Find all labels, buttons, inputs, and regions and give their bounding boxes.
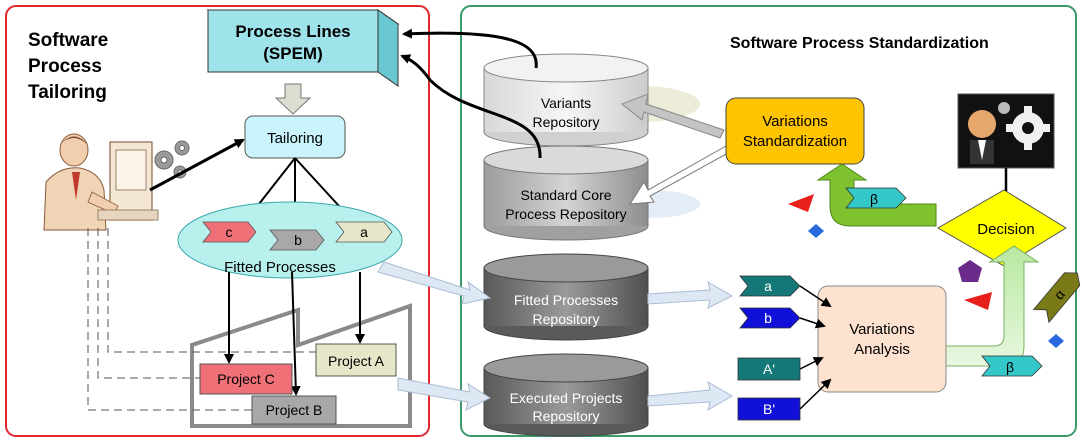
variants-to-spem-arrow — [402, 28, 538, 69]
tag-b-to-analysis-arrow — [799, 317, 826, 329]
variants-repository-line-2: Repository — [533, 114, 600, 130]
process-lines-line-2: (SPEM) — [263, 44, 323, 63]
tag-fitted-a: a — [739, 275, 801, 297]
project-c-label: Project C — [217, 371, 275, 387]
tag-beta-top: β — [845, 187, 907, 209]
tag-executed-b-label: B' — [763, 401, 775, 417]
red-triangle-bottom — [964, 292, 992, 310]
spem-to-tailoring-arrow — [274, 83, 312, 115]
decision-maker-gears-icon — [957, 93, 1055, 169]
dashed-links — [87, 228, 318, 411]
executed-repo-to-tags-arrow — [647, 380, 733, 412]
variants-repository-cylinder: Variants Repository — [483, 53, 649, 147]
tag-executed-a-label: A' — [763, 361, 775, 377]
fitted-repository-line-1: Fitted Processes — [514, 292, 618, 308]
tag-a-prime-to-analysis-arrow — [799, 357, 824, 370]
factory-outline — [190, 303, 412, 428]
person-to-tailoring-arrow — [149, 138, 245, 192]
left-panel-title-line-1: Software — [28, 30, 108, 51]
standard-core-line-1: Standard Core — [520, 187, 611, 203]
tag-b-prime-to-analysis-arrow — [799, 378, 832, 410]
tag-beta-bottom-label: β — [1006, 359, 1014, 375]
tailoring-label: Tailoring — [267, 130, 323, 147]
tag-a: a — [335, 221, 393, 243]
std-to-core-arrow — [629, 145, 731, 205]
purple-pentagon — [958, 260, 982, 282]
executed-repository-cylinder: Executed Projects Repository — [483, 353, 649, 437]
tag-c: c — [202, 221, 257, 243]
tag-alpha: α — [1032, 272, 1081, 324]
variations-analysis-line-1: Variations — [849, 321, 915, 338]
variants-repository-line-1: Variants — [541, 95, 591, 111]
tag-b: b — [269, 229, 325, 251]
right-panel-border — [460, 5, 1077, 437]
tag-a-to-analysis-arrow — [799, 285, 832, 308]
variations-analysis-box — [817, 285, 947, 393]
blue-diamond-top — [808, 224, 824, 238]
project-c-box — [199, 363, 293, 395]
red-triangle-top — [788, 194, 814, 212]
b-to-project-b-arrow — [290, 271, 301, 396]
tag-fitted-b-label: b — [764, 310, 772, 326]
project-b-label: Project B — [266, 402, 323, 418]
tag-beta-bottom: β — [981, 355, 1043, 377]
tag-fitted-b: b — [739, 307, 801, 329]
standard-core-line-2: Process Repository — [505, 206, 626, 222]
fitted-repository-cylinder: Fitted Processes Repository — [483, 253, 649, 341]
variations-standardization-box — [725, 97, 865, 165]
right-panel-title: Software Process Standardization — [730, 35, 989, 52]
decision-label: Decision — [977, 221, 1035, 238]
tag-b-label: b — [294, 232, 302, 248]
variations-standardization-line-1: Variations — [762, 113, 828, 130]
fitted-repo-to-tags-arrow — [647, 280, 734, 309]
fitted-processes-label: Fitted Processes — [224, 259, 336, 276]
projects-to-executed-arrow — [397, 377, 492, 411]
process-lines-box: Process Lines (SPEM) — [206, 9, 400, 87]
process-lines-line-1: Process Lines — [235, 22, 350, 41]
project-a-label: Project A — [328, 353, 385, 369]
variations-standardization-line-2: Standardization — [743, 133, 847, 150]
tag-c-label: c — [226, 224, 233, 240]
left-panel-title-line-2: Process — [28, 56, 102, 77]
std-to-variants-arrow — [621, 93, 725, 139]
core-to-spem-arrow — [400, 54, 542, 159]
blue-diamond-bottom — [1048, 334, 1064, 348]
standard-core-repository-cylinder: Standard Core Process Repository — [483, 145, 649, 241]
executed-repository-line-2: Repository — [533, 408, 600, 424]
left-panel-border — [5, 5, 430, 437]
project-b-box — [251, 395, 337, 425]
person-at-computer-icon — [43, 133, 159, 231]
tag-fitted-a-label: a — [764, 278, 772, 294]
executed-repository-line-1: Executed Projects — [510, 390, 623, 406]
fitted-to-repository-arrow — [377, 261, 492, 305]
tag-beta-top-label: β — [870, 191, 878, 207]
analysis-to-decision-arrow — [945, 245, 1040, 367]
project-a-box — [315, 343, 397, 377]
tag-a-label: a — [360, 224, 368, 240]
left-panel-title-line-3: Tailoring — [28, 82, 107, 103]
variations-analysis-line-2: Analysis — [854, 341, 910, 358]
fitted-repository-line-2: Repository — [533, 311, 600, 327]
